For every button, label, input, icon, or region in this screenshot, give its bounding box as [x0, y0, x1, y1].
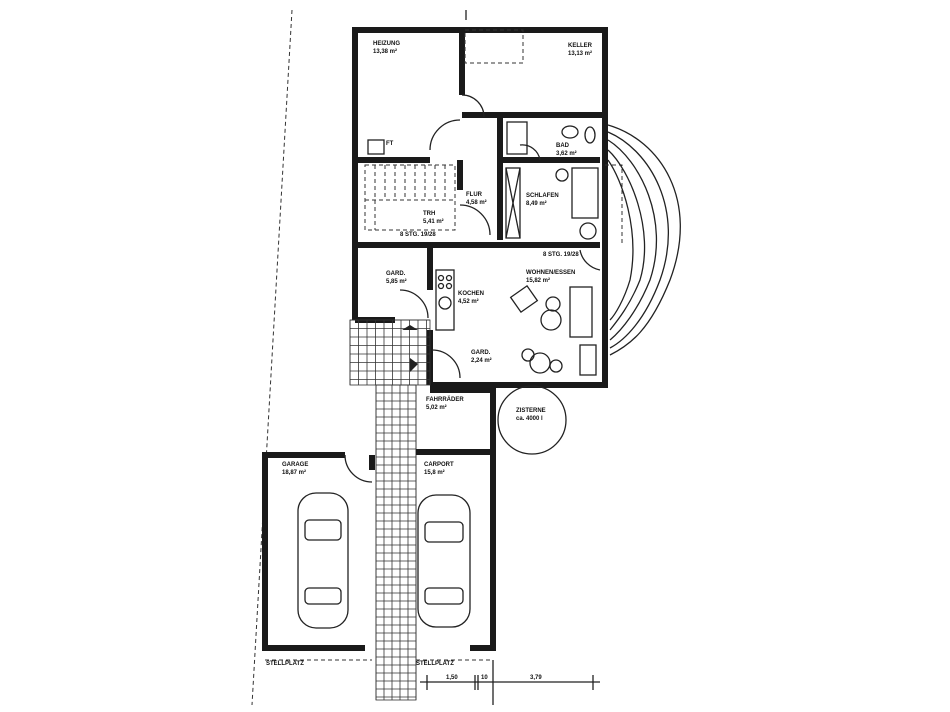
- car-icon: [417, 494, 471, 628]
- dining-table: [529, 352, 551, 374]
- heizung-area: 13,38 m²: [373, 48, 397, 55]
- sink: [561, 125, 579, 139]
- wardrobe: [505, 167, 521, 239]
- schlafen-label: SCHLAFEN: [526, 193, 559, 199]
- fahrraeder-label: FAHRRÄDER: [426, 396, 464, 403]
- gard1-area: 5,85 m²: [386, 278, 407, 285]
- bed: [571, 167, 599, 219]
- keller-area: 13,13 m²: [568, 50, 592, 57]
- schlafen-area: 8,49 m²: [526, 200, 547, 207]
- trh-label: TRH: [423, 211, 435, 217]
- entrance-arrow: [402, 325, 418, 330]
- zisterne-label: ZISTERNE: [516, 408, 546, 414]
- dimension-label: 1,50: [446, 675, 458, 681]
- coffee-table: [540, 309, 562, 331]
- sofa: [569, 286, 593, 338]
- property-line: [251, 9, 293, 706]
- bathtub: [506, 121, 528, 155]
- cistern: [497, 385, 567, 455]
- fahrraeder-area: 5,02 m²: [426, 404, 447, 411]
- gard2-label: GARD.: [471, 350, 491, 356]
- flur-area: 4,58 m²: [466, 199, 487, 206]
- ft-label: FT: [386, 141, 394, 147]
- garage-area: 18,87 m²: [282, 469, 306, 476]
- entrance-arrow: [410, 358, 418, 372]
- zisterne-area: ca. 4000 l: [516, 416, 543, 422]
- heizung-label: HEIZUNG: [373, 41, 400, 47]
- stellplatz-label: STELLPLATZ: [416, 661, 454, 667]
- toilet: [584, 126, 596, 144]
- bad-label: BAD: [556, 143, 570, 149]
- room-labels: HEIZUNG 13,38 m² KELLER 13,13 m² FT BAD …: [266, 41, 593, 681]
- kitchen-counter: [435, 269, 455, 331]
- staircase: [364, 164, 456, 231]
- dimension-line: [420, 660, 600, 705]
- flur-label: FLUR: [466, 192, 483, 198]
- garage-label: GARAGE: [282, 462, 308, 468]
- kochen-label: KOCHEN: [458, 291, 484, 297]
- gard2-area: 2,24 m²: [471, 357, 492, 364]
- terrain-contours: [605, 124, 681, 356]
- trh-area: 5,41 m²: [423, 218, 444, 225]
- keller-label: KELLER: [568, 43, 593, 49]
- kochen-area: 4,52 m²: [458, 298, 479, 305]
- dimension-label: 10: [481, 675, 488, 681]
- wohnen-area: 15,82 m²: [526, 277, 550, 284]
- stellplatz-label: STELLPLATZ: [266, 661, 304, 667]
- dimension-label: 3,79: [530, 675, 542, 681]
- stairs-right-label: 8 STG. 19/28: [543, 252, 579, 258]
- car-icon: [297, 492, 349, 629]
- wohnen-label: WOHNEN/ESSEN: [526, 270, 575, 276]
- bad-area: 3,62 m²: [556, 150, 577, 157]
- garage-block: [262, 387, 496, 661]
- gard1-label: GARD.: [386, 271, 406, 277]
- carport-label: CARPORT: [424, 462, 454, 468]
- armchair: [509, 284, 539, 314]
- carport-area: 15,8 m²: [424, 469, 445, 476]
- stairs-left-label: 8 STG. 19/28: [400, 232, 436, 238]
